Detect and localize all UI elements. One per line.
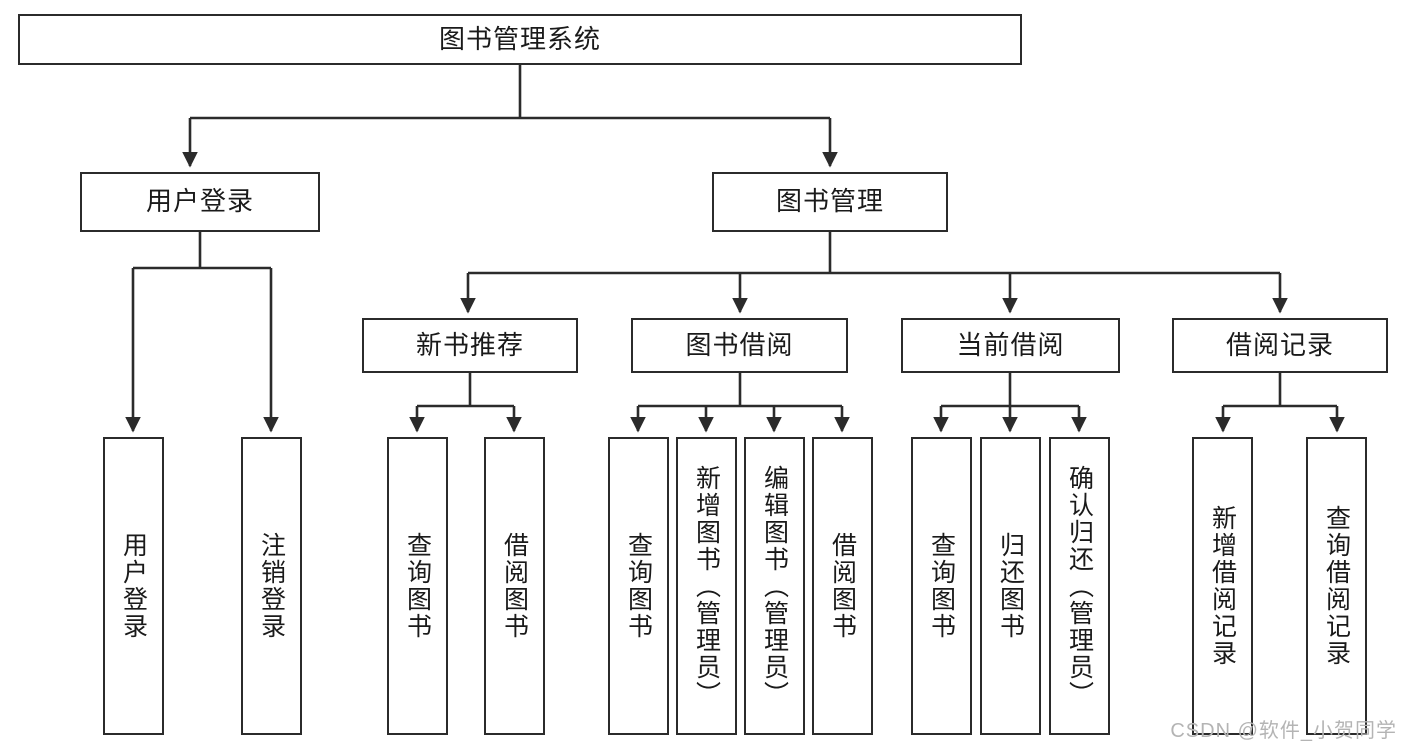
leaf-record-query-label: 查询借阅记录 (1322, 505, 1351, 667)
leaf-record-query[interactable]: 查询借阅记录 (1306, 437, 1367, 735)
leaf-current-confirm-return[interactable]: 确认归还（管理员） (1049, 437, 1110, 735)
node-user-login[interactable]: 用户登录 (80, 172, 320, 232)
node-book-manage[interactable]: 图书管理 (712, 172, 948, 232)
node-current-borrow[interactable]: 当前借阅 (901, 318, 1120, 373)
leaf-current-return-book[interactable]: 归还图书 (980, 437, 1041, 735)
leaf-record-add[interactable]: 新增借阅记录 (1192, 437, 1253, 735)
node-new-book-recommend[interactable]: 新书推荐 (362, 318, 578, 373)
csdn-watermark: CSDN @软件_小贺同学 (1170, 720, 1397, 742)
leaf-user-login-login-label: 用户登录 (119, 532, 148, 640)
leaf-borrow-add-book-label: 新增图书（管理员） (692, 464, 721, 708)
node-borrow-record-label: 借阅记录 (1225, 329, 1334, 360)
leaf-borrow-query-book[interactable]: 查询图书 (608, 437, 669, 735)
leaf-new-book-borrow[interactable]: 借阅图书 (484, 437, 545, 735)
leaf-new-book-borrow-label: 借阅图书 (500, 532, 529, 640)
node-book-borrow-label: 图书借阅 (685, 329, 794, 360)
node-book-manage-label: 图书管理 (775, 186, 884, 217)
leaf-borrow-borrow-book-label: 借阅图书 (828, 532, 857, 640)
leaf-record-add-label: 新增借阅记录 (1208, 505, 1237, 667)
leaf-new-book-query[interactable]: 查询图书 (387, 437, 448, 735)
leaf-current-query-book[interactable]: 查询图书 (911, 437, 972, 735)
leaf-current-return-book-label: 归还图书 (996, 532, 1025, 640)
leaf-current-query-book-label: 查询图书 (927, 532, 956, 640)
leaf-user-login-logout-label: 注销登录 (257, 532, 286, 640)
leaf-user-login-login[interactable]: 用户登录 (103, 437, 164, 735)
leaf-new-book-query-label: 查询图书 (403, 532, 432, 640)
leaf-borrow-edit-book[interactable]: 编辑图书（管理员） (744, 437, 805, 735)
node-root[interactable]: 图书管理系统 (18, 14, 1022, 65)
leaf-borrow-add-book[interactable]: 新增图书（管理员） (676, 437, 737, 735)
node-borrow-record[interactable]: 借阅记录 (1172, 318, 1388, 373)
leaf-borrow-edit-book-label: 编辑图书（管理员） (760, 464, 789, 708)
node-new-book-recommend-label: 新书推荐 (415, 329, 524, 360)
leaf-current-confirm-return-label: 确认归还（管理员） (1065, 464, 1094, 708)
node-current-borrow-label: 当前借阅 (956, 329, 1065, 360)
leaf-borrow-borrow-book[interactable]: 借阅图书 (812, 437, 873, 735)
node-root-label: 图书管理系统 (438, 23, 601, 54)
leaf-user-login-logout[interactable]: 注销登录 (241, 437, 302, 735)
leaf-borrow-query-book-label: 查询图书 (624, 532, 653, 640)
node-user-login-label: 用户登录 (145, 186, 254, 217)
node-book-borrow[interactable]: 图书借阅 (631, 318, 848, 373)
